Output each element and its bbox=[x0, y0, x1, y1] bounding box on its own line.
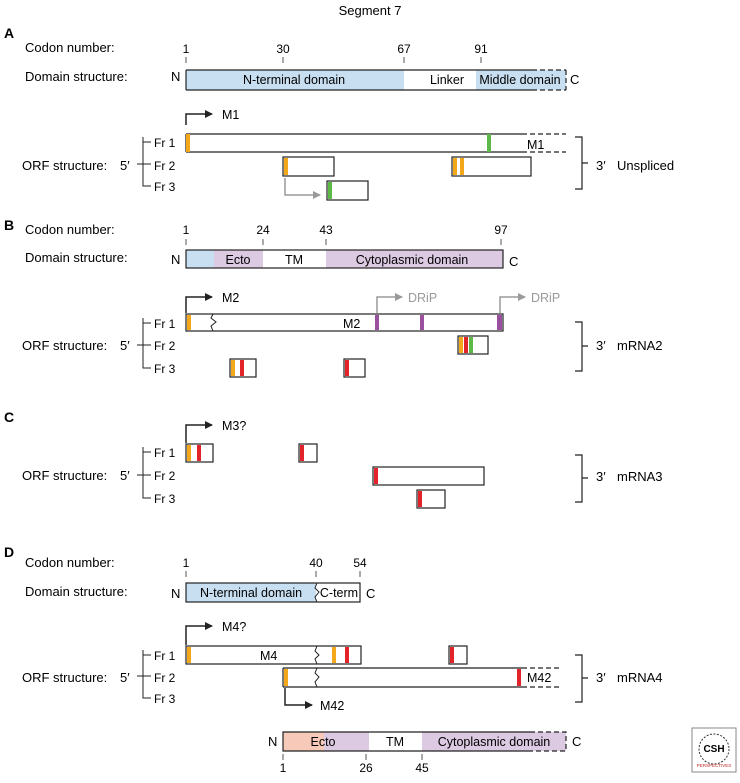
csh-perspectives-logo: CSH PERSPECTIVES bbox=[691, 727, 737, 773]
codon-a-91: 91 bbox=[474, 42, 488, 56]
orf-label-a: ORF structure: bbox=[22, 158, 107, 173]
panel-letter-c: C bbox=[4, 409, 14, 425]
n-term-b: N bbox=[171, 252, 180, 267]
panel-letter-d: D bbox=[4, 544, 14, 560]
five-prime-d: 5′ bbox=[120, 670, 130, 685]
m4-label: M4? bbox=[222, 620, 246, 634]
codon-b-97: 97 bbox=[494, 223, 508, 237]
frame-a-3: Fr 3 bbox=[154, 180, 176, 194]
n-terminal-domain-label-a: N-terminal domain bbox=[243, 73, 345, 87]
domain-label-d: Domain structure: bbox=[25, 584, 128, 599]
orf-label-c: ORF structure: bbox=[22, 468, 107, 483]
logo-text: CSH bbox=[703, 744, 724, 755]
transcript-a: Unspliced bbox=[617, 158, 674, 173]
codon-a-67: 67 bbox=[397, 42, 411, 56]
codon-label-a: Codon number: bbox=[25, 40, 115, 55]
codon-b-24: 24 bbox=[256, 223, 270, 237]
orf-label-d: ORF structure: bbox=[22, 670, 107, 685]
m42-label: M42 bbox=[320, 699, 344, 713]
m2-orf-label: M2 bbox=[343, 317, 360, 331]
linker-domain-a bbox=[404, 70, 476, 90]
panel-a: A Codon number: 1 30 67 91 Domain struct… bbox=[4, 25, 674, 201]
c-term-b: C bbox=[509, 254, 518, 269]
codon-d2-26: 26 bbox=[359, 761, 373, 775]
frame-d-2: Fr 2 bbox=[154, 671, 176, 685]
domain-label-a: Domain structure: bbox=[25, 69, 128, 84]
c-term-d: C bbox=[366, 586, 375, 601]
c-term-domain-label-d: C-term bbox=[320, 586, 358, 600]
frame-b-2: Fr 2 bbox=[154, 339, 176, 353]
panel-c: C M3? Fr 1 Fr 2 Fr 3 ORF structure: 5′ 3… bbox=[4, 409, 663, 509]
frame-d-3: Fr 3 bbox=[154, 692, 176, 706]
m3-label: M3? bbox=[222, 419, 246, 433]
frame-a-1: Fr 1 bbox=[154, 136, 176, 150]
codon-d-1: 1 bbox=[183, 556, 190, 570]
linker-label-a: Linker bbox=[430, 73, 464, 87]
five-prime-c: 5′ bbox=[120, 468, 130, 483]
transcript-d: mRNA4 bbox=[617, 670, 663, 685]
panel-d: D Codon number: 1 40 54 Domain structure… bbox=[4, 544, 663, 775]
tm-label-b: TM bbox=[285, 253, 303, 267]
codon-b-1: 1 bbox=[183, 223, 190, 237]
m42-orf-label: M42 bbox=[527, 671, 551, 685]
cytoplasmic-label-b: Cytoplasmic domain bbox=[356, 253, 469, 267]
ecto-label-d: Ecto bbox=[310, 735, 335, 749]
logo-subtext: PERSPECTIVES bbox=[697, 763, 732, 768]
three-prime-b: 3′ bbox=[596, 338, 606, 353]
n-term-d: N bbox=[171, 586, 180, 601]
cytoplasmic-label-d: Cytoplasmic domain bbox=[438, 735, 551, 749]
transcript-c: mRNA3 bbox=[617, 469, 663, 484]
m2-label: M2 bbox=[222, 291, 239, 305]
frame-b-1: Fr 1 bbox=[154, 317, 176, 331]
tm-label-d: TM bbox=[386, 735, 404, 749]
frame-c-3: Fr 3 bbox=[154, 492, 176, 506]
middle-domain-label-a: Middle domain bbox=[479, 73, 560, 87]
n-terminal-domain-a bbox=[186, 70, 404, 90]
drip-label-2: DRiP bbox=[531, 291, 560, 305]
n-terminal-domain-label-d: N-terminal domain bbox=[200, 586, 302, 600]
orf-label-b: ORF structure: bbox=[22, 338, 107, 353]
m4-domain-bar bbox=[185, 582, 361, 603]
m1-orf-label: M1 bbox=[527, 138, 544, 152]
codon-d2-1: 1 bbox=[280, 761, 287, 775]
codon-d-40: 40 bbox=[309, 556, 323, 570]
frame-d-1: Fr 1 bbox=[154, 649, 176, 663]
domain-label-b: Domain structure: bbox=[25, 250, 128, 265]
codon-d-54: 54 bbox=[353, 556, 367, 570]
frame-c-2: Fr 2 bbox=[154, 469, 176, 483]
c-term-d2: C bbox=[572, 734, 581, 749]
c-term-a: C bbox=[570, 72, 579, 87]
codon-label-d: Codon number: bbox=[25, 555, 115, 570]
three-prime-c: 3′ bbox=[596, 469, 606, 484]
n-term-d2: N bbox=[268, 734, 277, 749]
codon-label-b: Codon number: bbox=[25, 222, 115, 237]
three-prime-d: 3′ bbox=[596, 670, 606, 685]
m4-orf-label: M4 bbox=[260, 649, 277, 663]
five-prime-a: 5′ bbox=[120, 158, 130, 173]
ecto-label-b: Ecto bbox=[225, 253, 250, 267]
m1-label: M1 bbox=[222, 108, 239, 122]
middle-domain-a bbox=[476, 70, 566, 90]
codon-a-1: 1 bbox=[183, 42, 190, 56]
n-term-a: N bbox=[171, 69, 180, 84]
m2-domain-bar bbox=[185, 249, 504, 269]
drip-label-1: DRiP bbox=[408, 291, 437, 305]
five-prime-b: 5′ bbox=[120, 338, 130, 353]
frame-a-2: Fr 2 bbox=[154, 159, 176, 173]
codon-d2-45: 45 bbox=[415, 761, 429, 775]
panel-letter-b: B bbox=[4, 217, 14, 233]
codon-b-43: 43 bbox=[319, 223, 333, 237]
transcript-b: mRNA2 bbox=[617, 338, 663, 353]
frame-b-3: Fr 3 bbox=[154, 362, 176, 376]
panel-b: B Codon number: 1 24 43 97 Domain struct… bbox=[4, 217, 663, 378]
frame-c-1: Fr 1 bbox=[154, 446, 176, 460]
panel-letter-a: A bbox=[4, 25, 14, 41]
codon-a-30: 30 bbox=[276, 42, 290, 56]
three-prime-a: 3′ bbox=[596, 158, 606, 173]
figure-title: Segment 7 bbox=[339, 3, 402, 18]
